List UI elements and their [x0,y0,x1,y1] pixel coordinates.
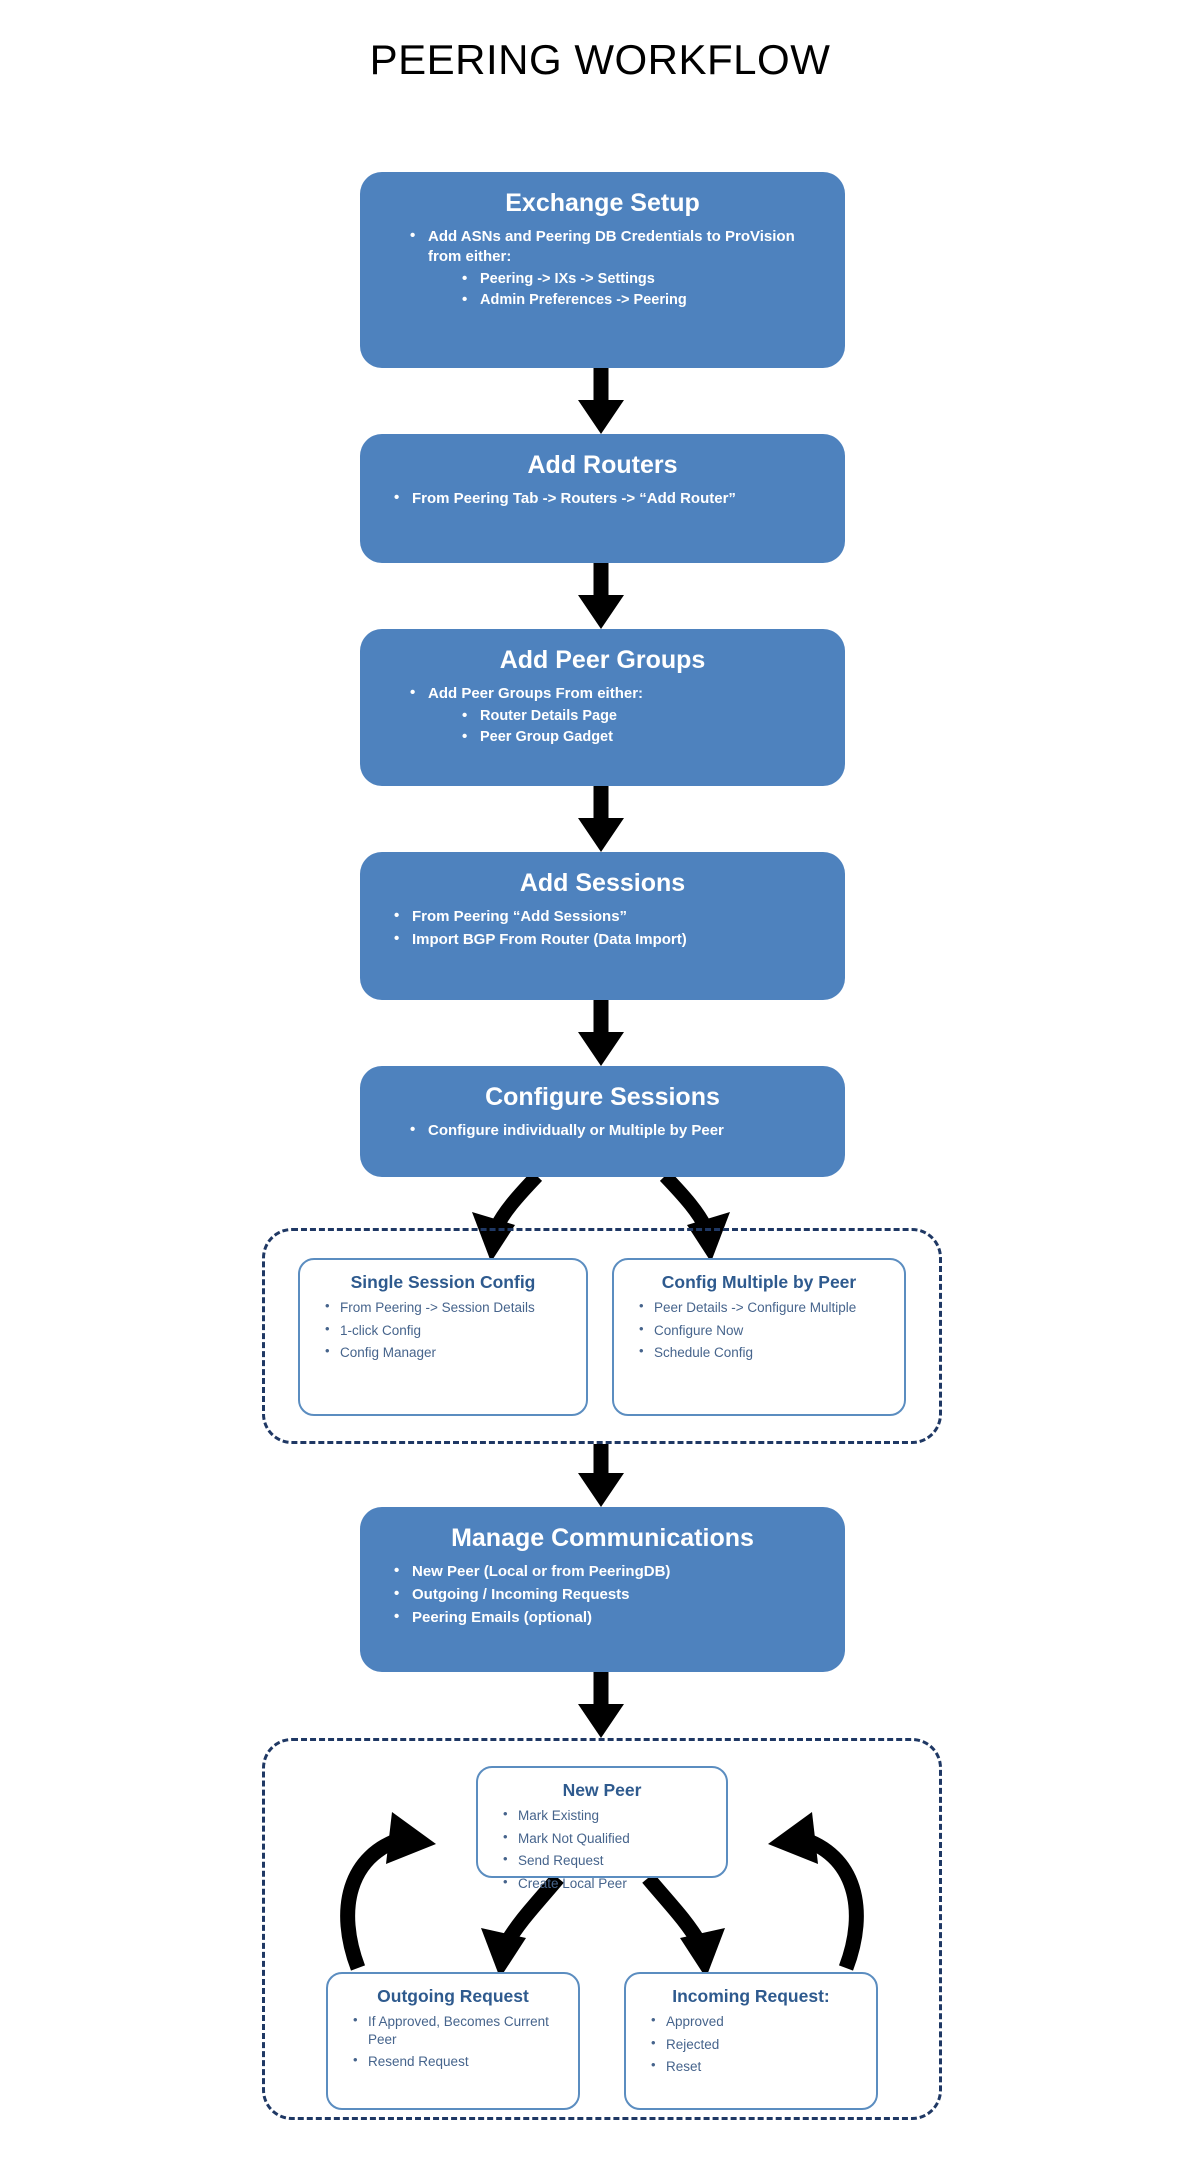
edge-peergroups-to-sessions [578,786,624,852]
sub-bullet-list: Peering -> IXs -> Settings Admin Prefere… [382,269,823,310]
bullet-item: Create Local Peer [502,1874,716,1893]
node-add-peer-groups[interactable]: Add Peer Groups Add Peer Groups From eit… [360,629,845,786]
bullet-item: New Peer (Local or from PeeringDB) [392,1561,823,1582]
bullet-item: Resend Request [352,2052,568,2071]
bullet-item: Configure Now [638,1321,894,1340]
node-config-multiple-by-peer[interactable]: Config Multiple by Peer Peer Details -> … [612,1258,906,1416]
node-title: Add Peer Groups [499,646,706,674]
bullet-list: From Peering -> Session Details 1-click … [310,1298,576,1362]
bullet-item: Import BGP From Router (Data Import) [392,929,823,950]
edge-manage-to-commgroup [578,1672,624,1738]
node-outgoing-request[interactable]: Outgoing Request If Approved, Becomes Cu… [326,1972,580,2110]
group-communications-cycle [262,1738,942,2120]
bullet-item: Reset [650,2057,866,2076]
bullet-list: Add ASNs and Peering DB Credentials to P… [382,226,823,267]
node-configure-sessions[interactable]: Configure Sessions Configure individuall… [360,1066,845,1177]
bullet-list: If Approved, Becomes Current Peer Resend… [338,2012,568,2071]
node-title: Add Sessions [519,869,686,897]
bullet-list: Mark Existing Mark Not Qualified Send Re… [488,1806,716,1893]
bullet-item: Admin Preferences -> Peering [460,290,823,310]
bullet-item: From Peering Tab -> Routers -> “Add Rout… [392,488,823,509]
node-title: New Peer [562,1780,642,1800]
bullet-item: Peer Details -> Configure Multiple [638,1298,894,1317]
bullet-item: Mark Not Qualified [502,1829,716,1848]
bullet-list: New Peer (Local or from PeeringDB) Outgo… [382,1561,823,1628]
node-title: Configure Sessions [485,1083,720,1111]
node-manage-communications[interactable]: Manage Communications New Peer (Local or… [360,1507,845,1672]
bullet-item: Peer Group Gadget [460,727,823,747]
bullet-item: From Peering “Add Sessions” [392,906,823,927]
edge-routers-to-peergroups [578,563,624,629]
bullet-item: Peering -> IXs -> Settings [460,269,823,289]
edge-exchange-to-routers [578,368,624,434]
bullet-item: Approved [650,2012,866,2031]
node-title: Add Routers [527,451,678,479]
node-title: Config Multiple by Peer [661,1272,857,1292]
node-title: Single Session Config [350,1272,536,1292]
edge-sessions-to-configure [578,1000,624,1066]
bullet-item: From Peering -> Session Details [324,1298,576,1317]
bullet-item: Router Details Page [460,706,823,726]
bullet-item: Rejected [650,2035,866,2054]
node-new-peer[interactable]: New Peer Mark Existing Mark Not Qualifie… [476,1766,728,1891]
sub-bullet-list: Router Details Page Peer Group Gadget [382,706,823,747]
bullet-item: Outgoing / Incoming Requests [392,1584,823,1605]
bullet-item: Add Peer Groups From either: [408,683,823,704]
bullet-item: Add ASNs and Peering DB Credentials to P… [408,226,823,267]
bullet-item: Schedule Config [638,1343,894,1362]
node-title: Incoming Request: [672,1986,830,2006]
bullet-item: 1-click Config [324,1321,576,1340]
node-add-sessions[interactable]: Add Sessions From Peering “Add Sessions”… [360,852,845,1000]
bullet-item: If Approved, Becomes Current Peer [352,2012,568,2048]
node-add-routers[interactable]: Add Routers From Peering Tab -> Routers … [360,434,845,563]
bullet-item: Configure individually or Multiple by Pe… [408,1120,823,1141]
bullet-list: Approved Rejected Reset [636,2012,866,2076]
bullet-list: From Peering “Add Sessions” Import BGP F… [382,906,823,950]
node-exchange-setup[interactable]: Exchange Setup Add ASNs and Peering DB C… [360,172,845,368]
bullet-list: Configure individually or Multiple by Pe… [382,1120,823,1141]
node-incoming-request[interactable]: Incoming Request: Approved Rejected Rese… [624,1972,878,2110]
edge-configgroup-to-manage [578,1444,624,1507]
group-config-options [262,1228,942,1444]
node-title: Outgoing Request [377,1986,529,2006]
bullet-list: Add Peer Groups From either: [382,683,823,704]
bullet-item: Peering Emails (optional) [392,1607,823,1628]
bullet-list: Peer Details -> Configure Multiple Confi… [624,1298,894,1362]
bullet-item: Mark Existing [502,1806,716,1825]
node-title: Exchange Setup [505,189,700,217]
node-single-session-config[interactable]: Single Session Config From Peering -> Se… [298,1258,588,1416]
node-title: Manage Communications [451,1524,754,1552]
bullet-item: Config Manager [324,1343,576,1362]
page-title: PEERING WORKFLOW [369,36,831,83]
bullet-list: From Peering Tab -> Routers -> “Add Rout… [382,488,823,509]
bullet-item: Send Request [502,1851,716,1870]
